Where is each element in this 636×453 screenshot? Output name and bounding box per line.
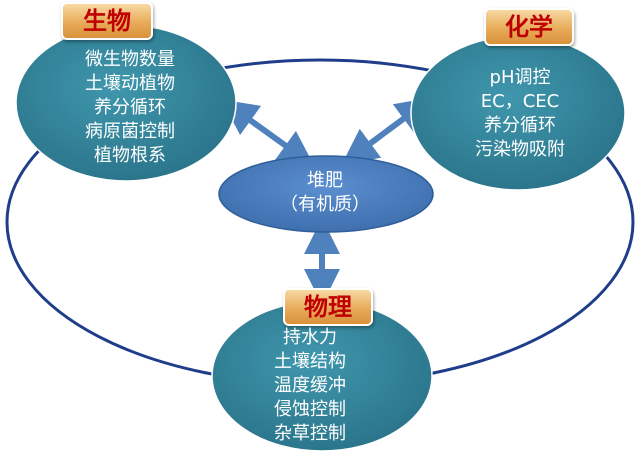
- compost-center-label: 堆肥 （有机质）: [250, 169, 400, 217]
- chemistry-tag: 化学: [484, 8, 574, 46]
- biology-tag: 生物: [61, 2, 153, 40]
- arrow-biology-center: [221, 99, 315, 167]
- chemistry-item: EC，CEC: [480, 91, 560, 112]
- chemistry-item-list: pH调控 EC，CEC 养分循环 污染物吸附: [455, 66, 585, 162]
- physics-item: 侵蚀控制: [274, 399, 346, 420]
- biology-item: 植物根系: [94, 145, 166, 166]
- biology-item: 养分循环: [94, 97, 166, 118]
- compost-subtitle: （有机质）: [280, 194, 370, 215]
- physics-tag: 物理: [283, 288, 373, 326]
- biology-item-list: 微生物数量 土壤动植物 养分循环 病原菌控制 植物根系: [60, 48, 200, 168]
- chemistry-item: pH调控: [489, 67, 551, 88]
- arrow-chemistry-center: [341, 97, 433, 165]
- compost-title: 堆肥: [307, 170, 343, 191]
- physics-item: 杂草控制: [274, 423, 346, 444]
- biology-item: 微生物数量: [85, 49, 175, 70]
- chemistry-item: 养分循环: [484, 115, 556, 136]
- biology-item: 土壤动植物: [85, 73, 175, 94]
- physics-item: 持水力: [283, 327, 337, 348]
- chemistry-item: 污染物吸附: [475, 139, 565, 160]
- physics-item: 土壤结构: [274, 351, 346, 372]
- physics-item-list: 持水力 土壤结构 温度缓冲 侵蚀控制 杂草控制: [245, 326, 375, 446]
- compost-center-node: [218, 155, 434, 233]
- physics-item: 温度缓冲: [274, 375, 346, 396]
- biology-item: 病原菌控制: [85, 121, 175, 142]
